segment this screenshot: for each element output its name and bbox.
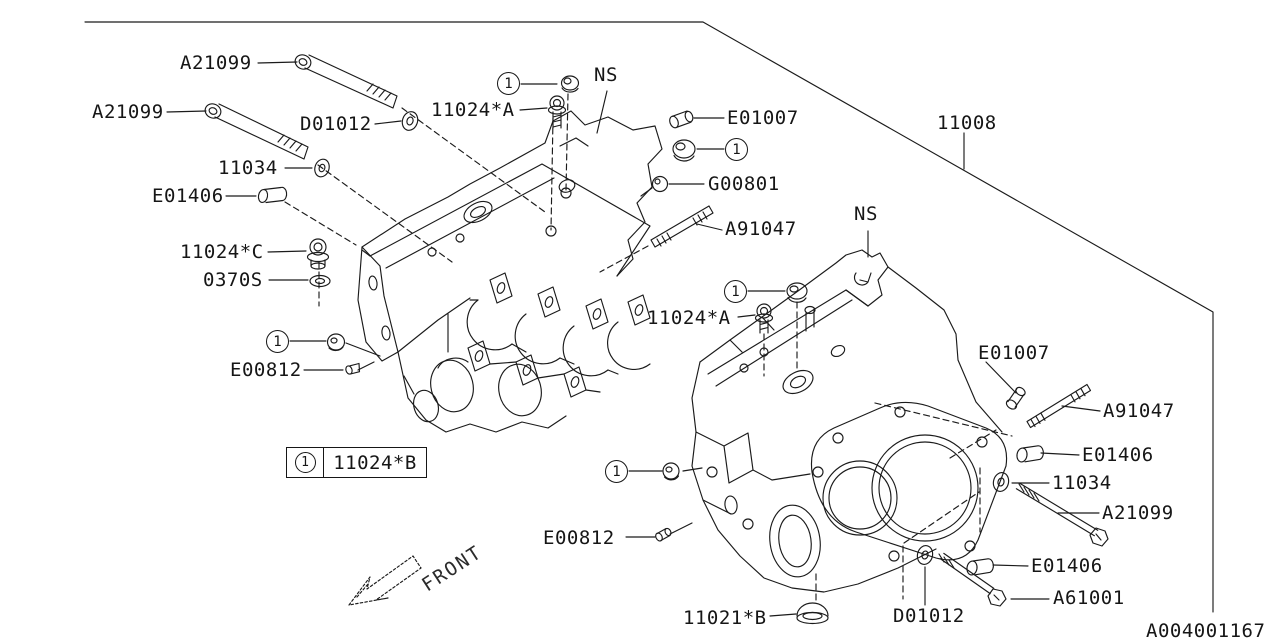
taper-plug-icon xyxy=(655,527,672,542)
part-label-e00812-1: E00812 xyxy=(230,359,302,381)
part-label-11024a-2: 11024*A xyxy=(647,307,731,329)
sealing-washer-icon xyxy=(401,111,419,131)
part-label-a91047-2: A91047 xyxy=(1103,400,1175,422)
oring-icon xyxy=(651,175,669,193)
part-label-e01007-2: E01007 xyxy=(978,342,1050,364)
grommet-icon xyxy=(662,462,680,481)
part-label-e01406-1: E01406 xyxy=(152,185,224,207)
part-label-a21099-2: A21099 xyxy=(92,101,164,123)
drawing-number: A004001167 xyxy=(1146,620,1266,640)
part-label-a21099-3: A21099 xyxy=(1102,502,1174,524)
part-label-11034-1: 11034 xyxy=(218,157,278,179)
cup-plug-icon xyxy=(786,282,808,303)
cup-plug-icon xyxy=(672,139,696,162)
ns-label-2: NS xyxy=(854,203,878,225)
ns-label-1: NS xyxy=(594,64,618,86)
part-label-e01406-2: E01406 xyxy=(1082,444,1154,466)
legend-box: 1 11024*B xyxy=(286,447,427,478)
part-label-d01012-2: D01012 xyxy=(893,605,965,627)
dowel-pin-icon xyxy=(1005,386,1026,410)
callout-index-badge: 1 xyxy=(266,330,289,353)
dome-plug-icon xyxy=(796,602,829,625)
part-label-e01406-3: E01406 xyxy=(1031,555,1103,577)
part-label-e00812-2: E00812 xyxy=(543,527,615,549)
socket-head-bolt-icon xyxy=(306,238,330,270)
part-label-g00801: G00801 xyxy=(708,173,780,195)
callout-index-badge: 1 xyxy=(605,460,628,483)
front-direction-arrow-icon xyxy=(348,555,422,606)
grommet-icon xyxy=(326,333,346,352)
part-label-a61001: A61001 xyxy=(1053,587,1125,609)
frame-border-line xyxy=(84,21,1214,613)
part-label-11008: 11008 xyxy=(937,112,997,134)
cylinder-block-right-art xyxy=(691,249,1008,593)
socket-head-bolt-icon xyxy=(547,95,567,129)
leader-lines xyxy=(166,61,1101,617)
callout-index-badge: 1 xyxy=(725,138,748,161)
dashed-projection-lines xyxy=(284,93,1013,604)
washer-icon xyxy=(314,158,330,178)
part-label-e01007-1: E01007 xyxy=(727,107,799,129)
part-label-d01012-1: D01012 xyxy=(300,113,372,135)
gasket-washer-icon xyxy=(309,274,331,288)
stud-bolt-icon xyxy=(1026,383,1092,429)
part-label-a21099-1: A21099 xyxy=(180,52,252,74)
sleeve-plug-icon xyxy=(257,186,288,204)
flange-bolt-icon xyxy=(1015,482,1109,547)
flange-bolt-icon xyxy=(294,54,398,109)
cylinder-block-left-art xyxy=(357,110,663,433)
cup-plug-icon xyxy=(560,75,580,93)
legend-part-number: 11024*B xyxy=(333,451,417,474)
stud-bolt-icon xyxy=(650,205,714,248)
part-label-11021b: 11021*B xyxy=(683,607,767,629)
part-label-11034-2: 11034 xyxy=(1052,472,1112,494)
sleeve-plug-icon xyxy=(1016,445,1044,463)
flange-bolt-icon xyxy=(204,103,309,160)
socket-head-bolt-icon xyxy=(754,303,774,334)
washer-icon xyxy=(992,472,1010,492)
dowel-pin-icon xyxy=(669,110,694,129)
sleeve-plug-icon xyxy=(966,558,994,576)
hex-bolt-icon xyxy=(938,552,1007,607)
callout-index-badge: 1 xyxy=(724,280,747,303)
sealing-washer-icon xyxy=(916,545,934,565)
legend-index-cell: 1 xyxy=(287,448,324,477)
taper-plug-icon xyxy=(345,362,361,375)
part-label-0370s: 0370S xyxy=(203,269,263,291)
part-label-11024a-1: 11024*A xyxy=(431,99,515,121)
part-label-11024c: 11024*C xyxy=(180,241,264,263)
part-label-a91047-1: A91047 xyxy=(725,218,797,240)
callout-index-badge: 1 xyxy=(497,72,520,95)
legend-index-badge: 1 xyxy=(294,452,316,473)
